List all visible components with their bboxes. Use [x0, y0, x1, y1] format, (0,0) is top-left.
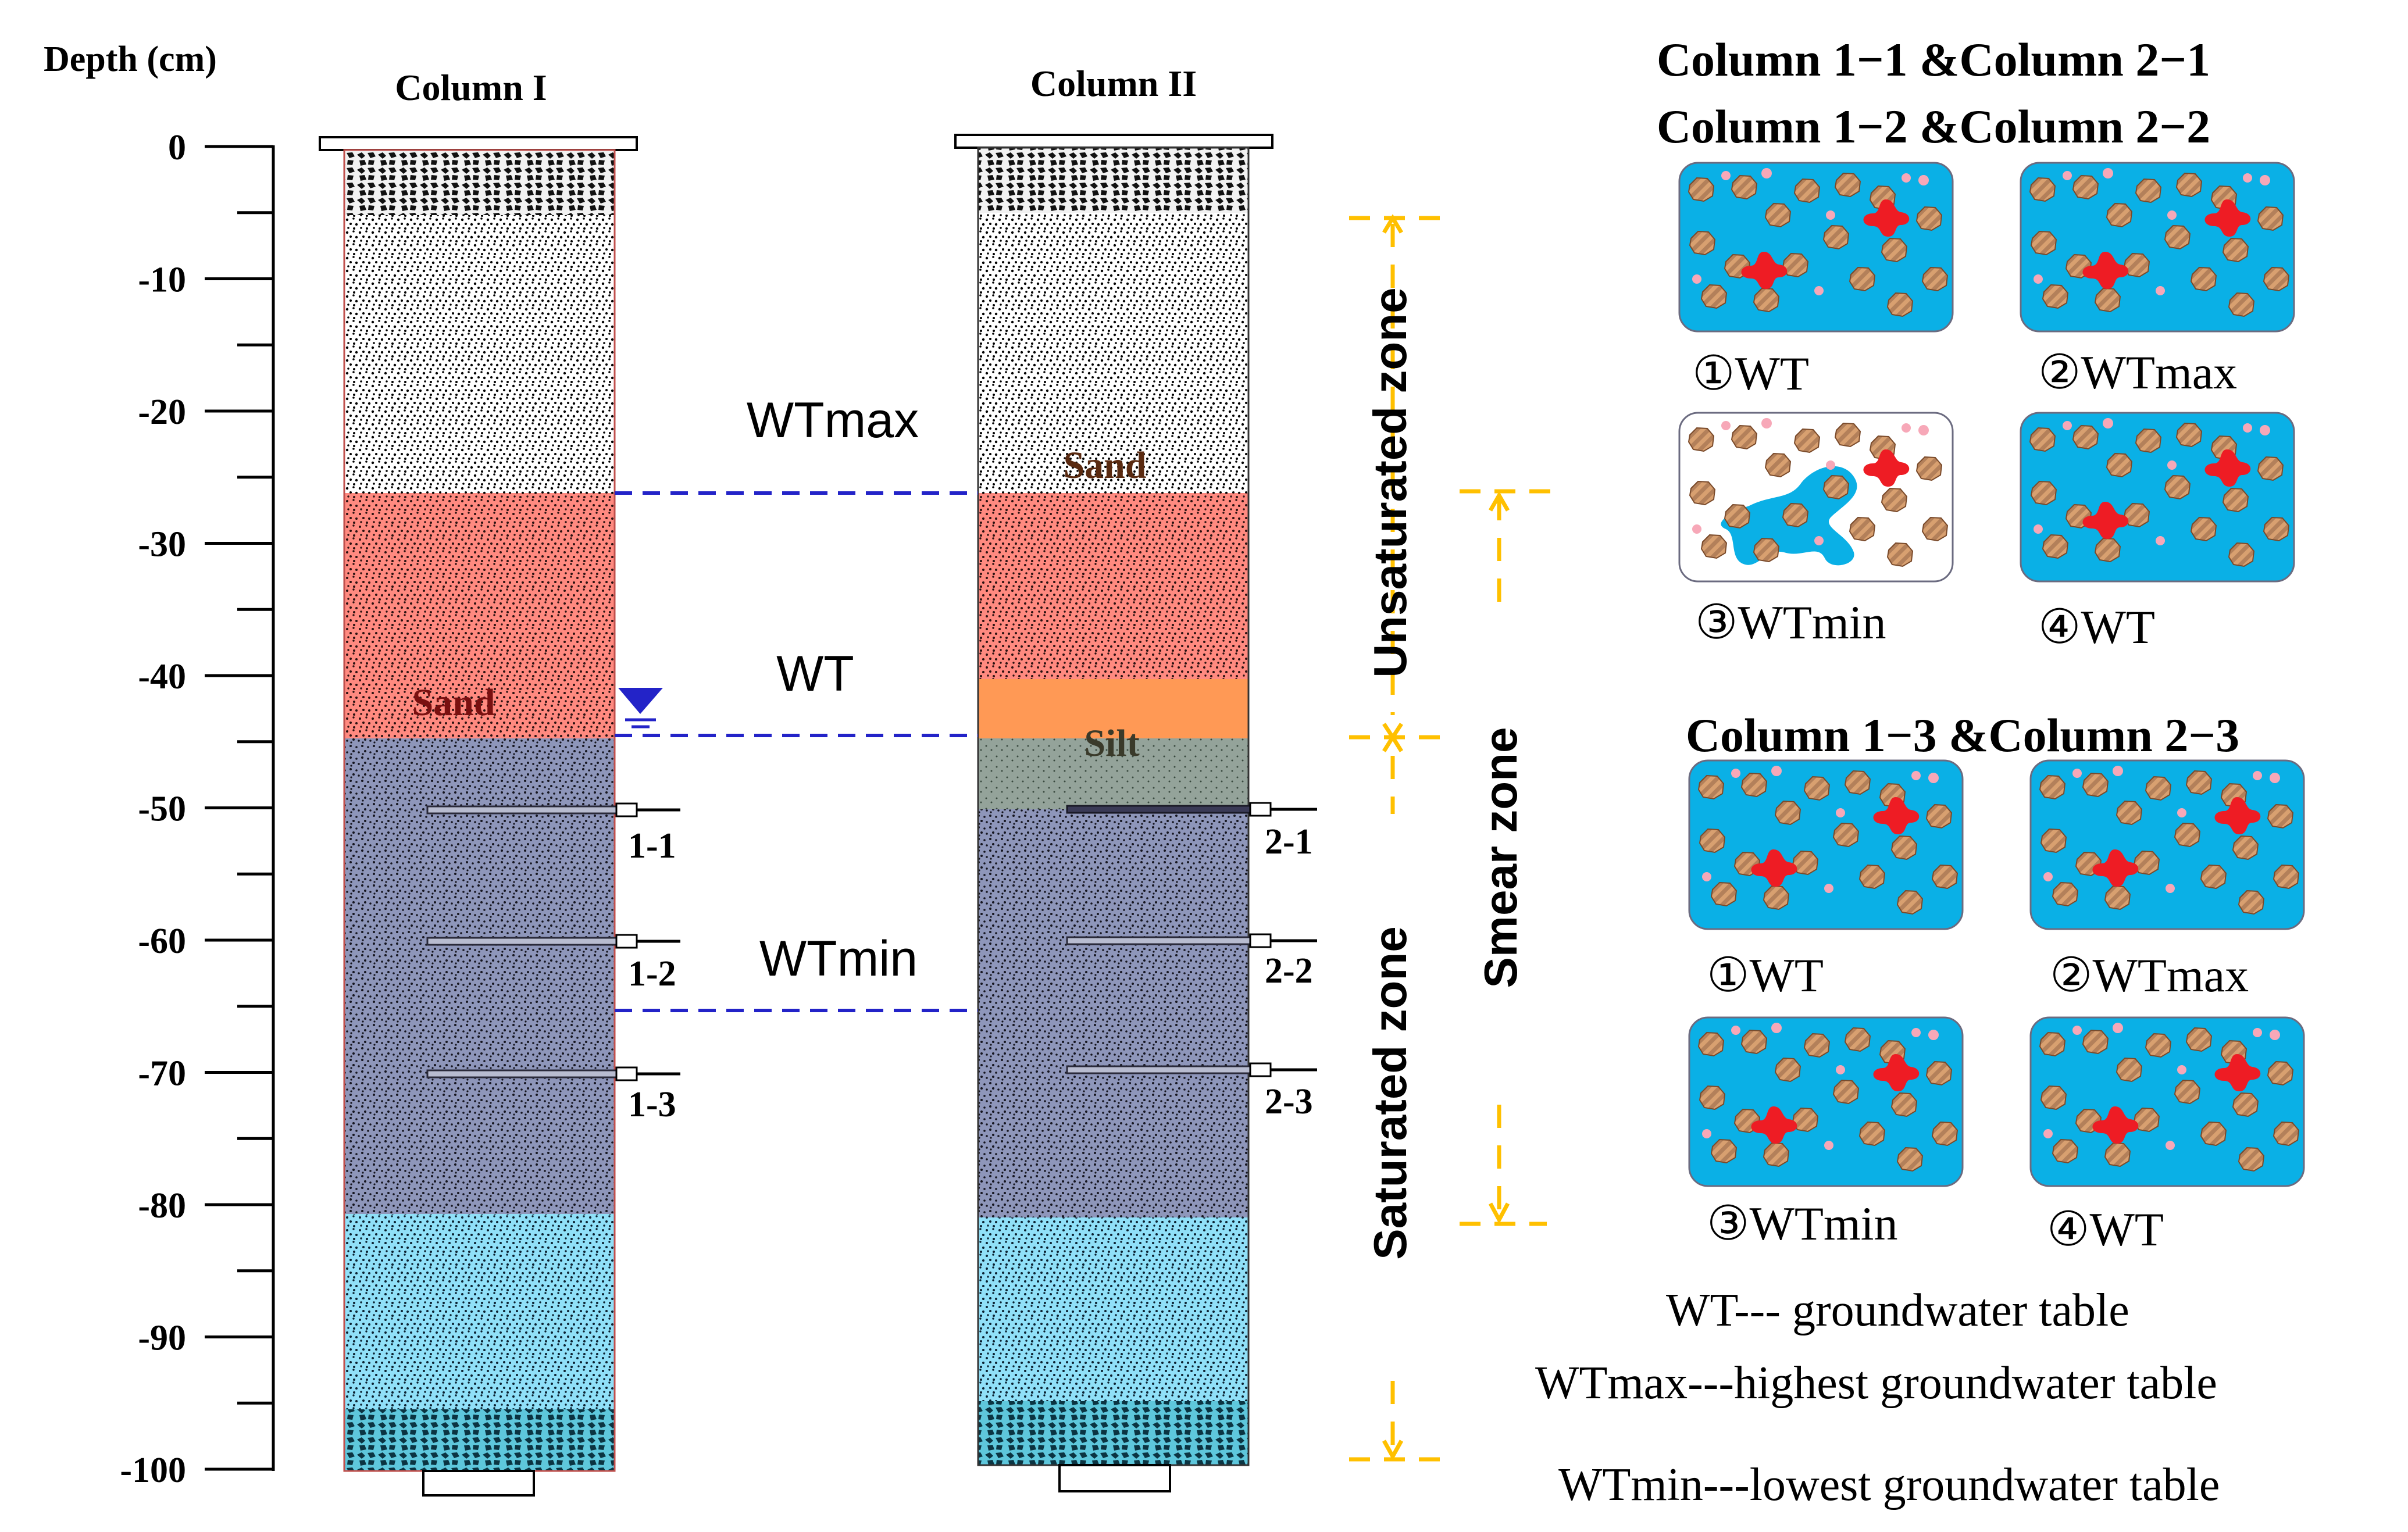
column-1-port-2[interactable]: 1-2: [426, 934, 680, 994]
port-label-1-2: 1-2: [628, 954, 676, 994]
caption-3-wt-return: ④WT: [2047, 1203, 2164, 1256]
water-levels: WTmax WT WTmin: [615, 392, 978, 1012]
smear-zone-label: Smear zone: [1475, 727, 1526, 988]
column-2-silt-lower: [978, 738, 1248, 809]
port-label-1-1: 1-1: [628, 826, 676, 866]
panel-3-wtmin: [1689, 1017, 1963, 1186]
panel-heading-3: Column 1−3 &Column 2−3: [1686, 709, 2239, 762]
panel-1-wtmin: [1679, 413, 1953, 581]
caption-1-wt: ①WT: [1692, 347, 1809, 400]
column-2-saturated-sand: [978, 809, 1248, 1217]
column-1-cap: [319, 136, 638, 151]
legend-wtmax: WTmax---highest groundwater table: [1535, 1358, 2217, 1409]
axis-tick-label: -20: [138, 392, 186, 432]
column-1-wet-sand: [344, 1214, 615, 1409]
water-table-triangle-icon: [618, 688, 663, 728]
column-1: Column I Sand 1-1 1-2 1-3: [319, 67, 680, 1497]
legend-wtmin: WTmin---lowest groundwater table: [1558, 1459, 2220, 1510]
axis-tick-label: -30: [138, 525, 186, 565]
column-2-gravel-top: [978, 148, 1248, 213]
wt-label: WT: [776, 646, 854, 702]
column-2-base: [1058, 1464, 1171, 1492]
port-label-2-2: 2-2: [1265, 951, 1313, 991]
column-2-silt-label: Silt: [1084, 722, 1139, 765]
panel-3-wt-return: [2031, 1017, 2304, 1186]
caption-3-wt: ①WT: [1707, 949, 1824, 1002]
axis-tick-label: -60: [138, 922, 186, 961]
column-2-port-3[interactable]: 2-3: [1066, 1062, 1317, 1122]
caption-1-wt-return: ④WT: [2038, 601, 2155, 653]
zone-markers: [1349, 214, 1558, 1462]
column-2-port-1[interactable]: 2-1: [1066, 802, 1317, 862]
column-2: Column II Sand Silt 2-1 2-2 2-3: [954, 63, 1317, 1492]
wtmin-label: WTmin: [759, 931, 918, 987]
column-1-dry-sand: [344, 215, 615, 493]
column-1-base: [422, 1470, 535, 1497]
column-1-port-1[interactable]: 1-1: [426, 802, 680, 866]
axis-tick-label: -80: [138, 1186, 186, 1226]
caption-3-wtmax: ②WTmax: [2050, 949, 2249, 1002]
panel-heading-2: Column 1−2 &Column 2−2: [1657, 100, 2210, 153]
axis-tick-label: 0: [168, 128, 186, 167]
axis-tick-label: -40: [138, 657, 186, 697]
axis-tick-label: -90: [138, 1319, 186, 1358]
column-1-fluctuation-sand: [344, 493, 615, 738]
column-2-port-2[interactable]: 2-2: [1066, 933, 1317, 991]
column-2-silt-upper: [978, 679, 1248, 738]
column-1-title: Column I: [395, 67, 547, 108]
caption-1-wtmin: ③WTmin: [1695, 596, 1886, 649]
column-1-port-3[interactable]: 1-3: [426, 1066, 680, 1124]
axis-tick-label: -10: [138, 260, 186, 300]
legend: WT--- groundwater table WTmax---highest …: [1535, 1285, 2220, 1510]
panel-1-wtmax: [2021, 163, 2294, 331]
column-1-saturated-sand: [344, 738, 615, 1214]
column-2-title: Column II: [1030, 63, 1197, 104]
panel-heading-1: Column 1−1 &Column 2−1: [1657, 33, 2210, 86]
column-2-sand-label: Sand: [1063, 444, 1146, 487]
legend-wt: WT--- groundwater table: [1666, 1285, 2129, 1336]
port-label-2-3: 2-3: [1265, 1082, 1313, 1122]
panel-1-wt-return: [2021, 413, 2294, 581]
axis-title: Depth (cm): [44, 40, 217, 79]
caption-3-wtmin: ③WTmin: [1707, 1197, 1898, 1250]
axis-tick-label: -100: [120, 1451, 186, 1490]
column-2-cap: [954, 134, 1273, 149]
panel-3-wtmax: [2031, 760, 2304, 929]
column-2-fluctuation-sand: [978, 493, 1248, 679]
column-1-sand-label: Sand: [412, 681, 495, 724]
panel-3-wt: [1689, 760, 1963, 929]
column-2-wet-sand: [978, 1217, 1248, 1401]
panel-1-wt: [1679, 163, 1953, 331]
axis-tick-labels: 0 -10 -20 -30 -40 -50 -60 -70 -80 -90 -100: [120, 128, 186, 1490]
wtmax-label: WTmax: [747, 392, 919, 448]
axis-tick-label: -50: [138, 790, 186, 829]
pore-panels: Column 1−1 &Column 2−1 Column 1−2 &Colum…: [1657, 33, 2304, 1256]
port-label-2-1: 2-1: [1265, 822, 1313, 862]
caption-1-wtmax: ②WTmax: [2038, 346, 2237, 399]
column-2-gravel-bottom: [978, 1401, 1248, 1465]
column-1-gravel-top: [344, 150, 615, 215]
axis-tick-marks: [205, 145, 273, 1471]
saturated-zone-label: Saturated zone: [1364, 926, 1416, 1259]
unsaturated-zone-label: Unsaturated zone: [1364, 287, 1416, 677]
axis-tick-label: -70: [138, 1054, 186, 1094]
port-label-1-3: 1-3: [628, 1085, 676, 1124]
column-1-gravel-bottom: [344, 1409, 615, 1471]
depth-axis: Depth (cm) 0 -10 -20 -30 -40 -50 -60 -70 -80 -90 -…: [44, 40, 275, 1490]
column-2-dry-sand: [978, 213, 1248, 493]
